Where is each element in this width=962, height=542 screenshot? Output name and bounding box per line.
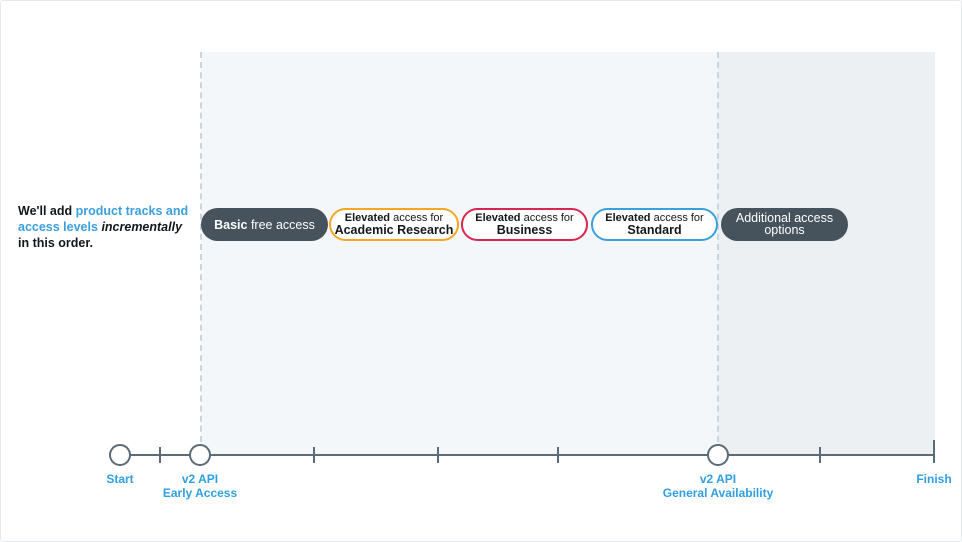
intro-text: We'll add product tracks and access leve… bbox=[18, 203, 194, 251]
stage-basic-pill: Basic free access bbox=[201, 208, 328, 241]
stage-standard-bold: Elevated bbox=[605, 212, 651, 224]
stage-academic-text: access for bbox=[390, 212, 444, 224]
stage-additional-text-line2: options bbox=[764, 223, 805, 237]
ga-line2: General Availability bbox=[662, 486, 774, 500]
stage-business-bold: Elevated bbox=[475, 212, 521, 224]
stage-basic-bold: Basic bbox=[214, 217, 248, 232]
stage-standard-track: Standard bbox=[627, 223, 682, 237]
intro-part3: in this order. bbox=[18, 236, 94, 250]
early-access-region bbox=[201, 52, 718, 454]
timeline-finish-label: Finish bbox=[916, 472, 952, 486]
stage-standard-text: access for bbox=[650, 212, 704, 224]
stage-basic-text: free access bbox=[247, 217, 315, 232]
stage-business-track: Business bbox=[496, 223, 553, 237]
early-access-line2: Early Access bbox=[162, 486, 238, 500]
stage-standard-pill: Elevated access for Standard bbox=[591, 208, 718, 241]
early-access-divider bbox=[200, 52, 202, 452]
stage-academic-bold: Elevated bbox=[344, 212, 391, 224]
stage-additional-text: Additional access bbox=[735, 211, 834, 225]
timeline-ga-label: v2 API General Availability bbox=[648, 472, 788, 500]
stage-additional-pill: Additional access options bbox=[721, 208, 848, 241]
general-availability-region bbox=[718, 52, 935, 454]
stage-academic-track: Academic Research bbox=[334, 223, 454, 237]
timeline-ga-marker bbox=[707, 444, 729, 466]
intro-highlight: product tracks and access levels bbox=[18, 204, 189, 234]
stage-business-pill: Elevated access for Business bbox=[461, 208, 588, 241]
early-access-line1: v2 API bbox=[181, 472, 219, 486]
stage-academic-pill: Elevated access for Academic Research bbox=[329, 208, 459, 241]
timeline-start-label: Start bbox=[106, 472, 134, 486]
timeline-early-access-marker bbox=[189, 444, 211, 466]
timeline-start-marker bbox=[109, 444, 131, 466]
stage-business-text: access for bbox=[520, 212, 574, 224]
intro-emphasis: incrementally bbox=[101, 220, 183, 234]
ga-line1: v2 API bbox=[699, 472, 737, 486]
timeline-early-access-label: v2 API Early Access bbox=[150, 472, 250, 500]
general-availability-divider bbox=[717, 52, 719, 452]
intro-part1: We'll add bbox=[18, 204, 76, 218]
